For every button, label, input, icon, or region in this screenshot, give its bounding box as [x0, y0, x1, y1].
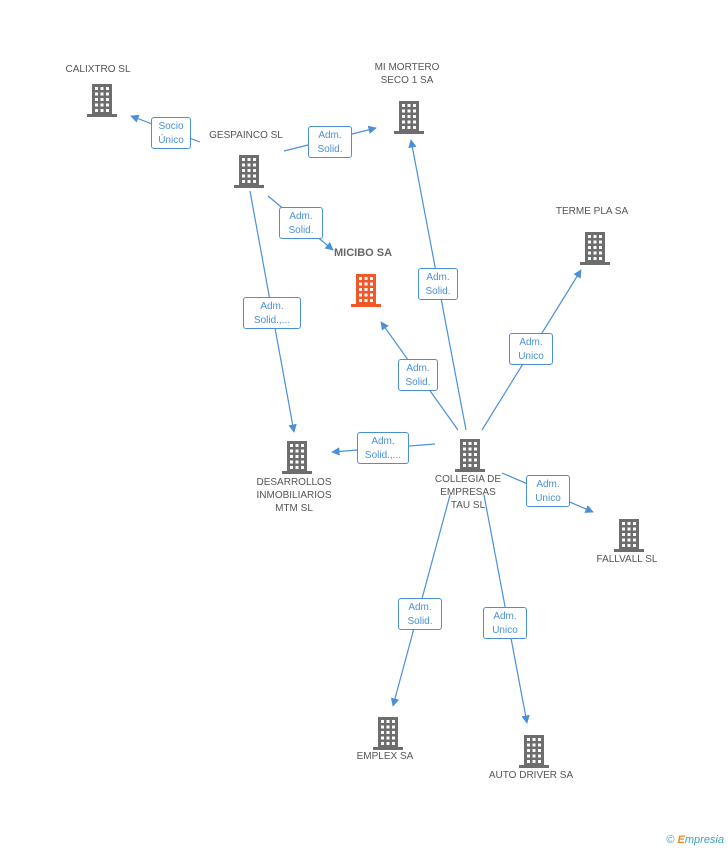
building-icon[interactable]: [371, 715, 405, 751]
company-label-fallvall[interactable]: FALLVALL SL: [596, 554, 658, 565]
empresia-watermark: ©Empresia: [666, 834, 724, 846]
relation-label[interactable]: Socio Único: [151, 117, 191, 149]
copyright-symbol: ©: [666, 834, 675, 846]
building-icon[interactable]: [392, 99, 426, 135]
relation-label[interactable]: Adm. Unico: [483, 607, 527, 639]
company-label-emplex[interactable]: EMPLEX SA: [356, 751, 414, 762]
relation-label[interactable]: Adm. Solid.: [398, 359, 438, 391]
building-icon[interactable]: [349, 272, 383, 308]
relation-label[interactable]: Adm. Solid.: [398, 598, 442, 630]
relation-label[interactable]: Adm. Solid.: [308, 126, 352, 158]
company-label-collegia[interactable]: COLLEGIA DE EMPRESAS TAU SL: [434, 474, 502, 511]
relation-label[interactable]: Adm. Solid.,...: [243, 297, 301, 329]
brand-initial: E: [677, 834, 685, 846]
company-label-mimortero[interactable]: MI MORTERO SECO 1 SA: [374, 62, 440, 86]
relation-label[interactable]: Adm. Solid.: [418, 268, 458, 300]
building-icon[interactable]: [612, 517, 646, 553]
company-label-desarrollos[interactable]: DESARROLLOS INMOBILIARIOS MTM SL: [256, 477, 332, 514]
company-label-autodriver[interactable]: AUTO DRIVER SA: [488, 770, 574, 781]
company-label-calixtro[interactable]: CALIXTRO SL: [65, 64, 131, 75]
relation-label[interactable]: Adm. Solid.,...: [357, 432, 409, 464]
company-label-gespainco[interactable]: GESPAINCO SL: [209, 130, 283, 141]
company-label-micibo[interactable]: MICIBO SA: [333, 247, 393, 259]
relation-label[interactable]: Adm. Solid.: [279, 207, 323, 239]
company-label-termepla[interactable]: TERME PLA SA: [555, 206, 629, 217]
brand-name: mpresia: [684, 834, 724, 846]
building-icon[interactable]: [578, 230, 612, 266]
building-icon[interactable]: [280, 439, 314, 475]
building-icon[interactable]: [517, 733, 551, 769]
relation-label[interactable]: Adm. Unico: [509, 333, 553, 365]
building-icon[interactable]: [85, 82, 119, 118]
building-icon[interactable]: [453, 437, 487, 473]
building-icon[interactable]: [232, 153, 266, 189]
relation-label[interactable]: Adm. Unico: [526, 475, 570, 507]
